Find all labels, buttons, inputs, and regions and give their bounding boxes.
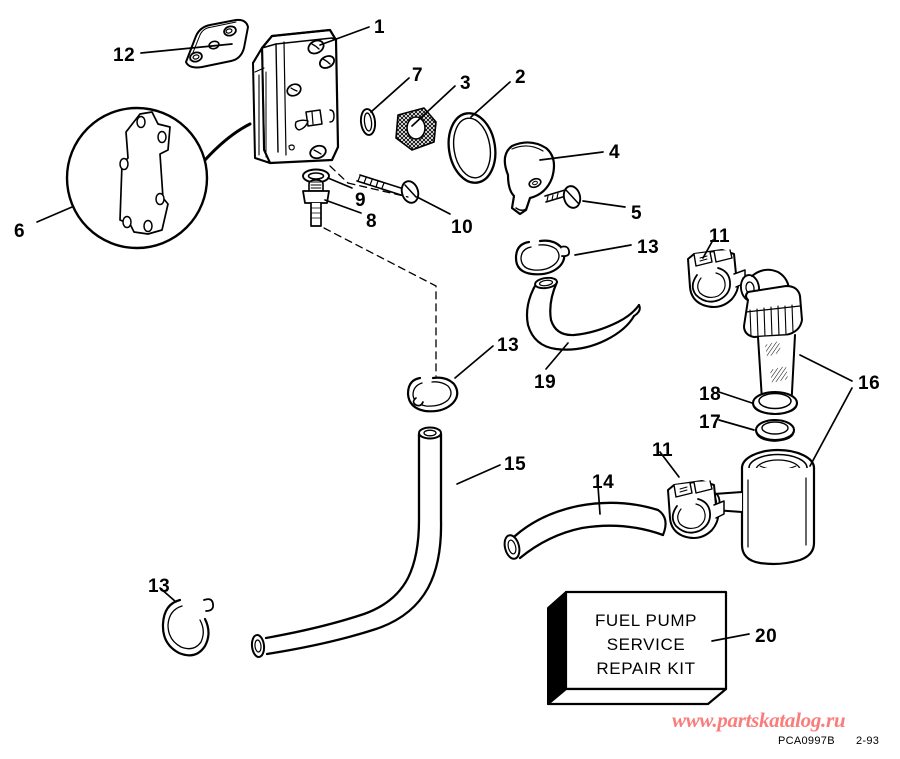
part-snap-ring-lower [161, 598, 215, 657]
leader-lines [36, 26, 853, 642]
callout-label-3: 3 [460, 73, 472, 94]
part-service-repair-kit-box [546, 590, 728, 706]
callout-label-14: 14 [592, 472, 615, 493]
callout-label-9: 9 [355, 190, 367, 211]
part-fuel-filter-head [739, 268, 803, 407]
figure-code: PCA0997B [778, 735, 835, 747]
part-filter-bowl [707, 448, 816, 566]
callout-label-13-lower: 13 [148, 576, 171, 597]
site-watermark: www.partskatalog.ru [672, 708, 846, 732]
callout-label-5: 5 [631, 203, 643, 224]
part-hose-medium [503, 501, 667, 560]
assembly-axis-lines [323, 165, 437, 377]
callout-label-13-upper: 13 [637, 237, 660, 258]
callout-label-15: 15 [504, 454, 527, 475]
kit-box-line-2: SERVICE [606, 635, 686, 654]
figure-date: 2-93 [856, 735, 880, 747]
callout-label-13-middle: 13 [497, 335, 520, 356]
part-o-ring-large [447, 112, 497, 184]
part-seal-ring [751, 390, 799, 416]
callout-label-4: 4 [609, 142, 621, 163]
callout-label-6: 6 [14, 221, 26, 242]
callout-label-16: 16 [858, 373, 881, 394]
part-o-ring-small [359, 108, 377, 136]
part-hose-clamp-upper [687, 249, 746, 308]
part-filter-screen [395, 107, 437, 151]
callout-label-1: 1 [374, 17, 386, 38]
callout-label-12: 12 [113, 45, 136, 66]
callout-label-7: 7 [412, 65, 424, 86]
kit-box-line-1: FUEL PUMP [594, 611, 698, 630]
part-cover-plate [503, 141, 556, 216]
part-fitting-nipple [302, 179, 330, 227]
part-fuel-pump-body [252, 28, 340, 165]
part-snap-ring-middle [406, 376, 459, 413]
callout-label-11-lower: 11 [652, 440, 674, 461]
callout-label-17: 17 [699, 412, 722, 433]
part-hose-clamp-lower [667, 480, 725, 539]
callout-label-10: 10 [451, 217, 474, 238]
part-gasket-detail-magnifier [65, 106, 252, 250]
part-hose-long [250, 426, 443, 658]
part-hose-short-elbow [525, 276, 641, 351]
callout-label-18: 18 [699, 384, 722, 405]
part-o-ring-bowl [754, 418, 796, 442]
part-screw [544, 185, 582, 209]
kit-box-line-3: REPAIR KIT [596, 659, 696, 678]
callout-label-19: 19 [534, 372, 557, 393]
callout-label-2: 2 [515, 67, 527, 88]
part-bolt [356, 174, 420, 204]
part-mounting-plate [185, 18, 249, 69]
callout-label-8: 8 [366, 211, 378, 232]
part-snap-ring-upper [514, 239, 571, 276]
callout-label-11-upper: 11 [709, 226, 731, 247]
callout-label-20: 20 [755, 626, 778, 647]
